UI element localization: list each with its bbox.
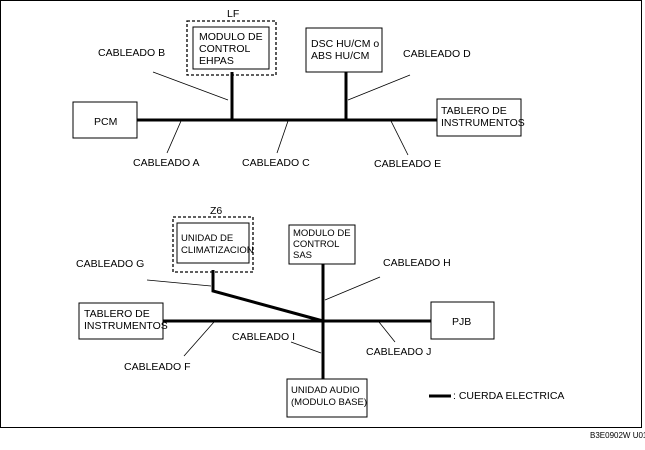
climate-wire: [211, 270, 324, 323]
sas-module-box: [288, 224, 356, 265]
dsc-label-line2: ABS HU/CM: [311, 50, 369, 62]
pjb-label: PJB: [452, 316, 471, 328]
climate-label-line1: UNIDAD DE: [181, 233, 233, 244]
harness-a-label: CABLEADO A: [133, 157, 200, 169]
harness-h-label: CABLEADO H: [383, 257, 451, 269]
harness-c-label: CABLEADO C: [242, 157, 310, 169]
sas-label-line2: CONTROL: [293, 239, 339, 250]
figure-code: B3E0902W U01: [590, 431, 645, 440]
pjb-box: [430, 301, 495, 340]
z6-label: Z6: [210, 205, 222, 217]
bottom-cluster-label-line2: INSTRUMENTOS: [84, 320, 168, 332]
leader-harness-d: [347, 74, 411, 101]
harness-i-label: CABLEADO I: [232, 331, 295, 343]
top-cluster-label-line1: TABLERO DE: [441, 105, 507, 117]
harness-d-label: CABLEADO D: [403, 48, 471, 60]
sas-label-line1: MODULO DE: [293, 228, 351, 239]
diagram-border: [0, 0, 642, 428]
pcm-box: [72, 101, 138, 139]
harness-f-label: CABLEADO F: [124, 361, 191, 373]
leader-harness-e: [390, 120, 409, 156]
ehpas-module-box: [192, 26, 270, 70]
top-cluster-label-line2: INSTRUMENTOS: [441, 117, 525, 129]
ehpas-label-line1: MODULO DE: [199, 31, 263, 43]
lf-label: LF: [227, 8, 239, 20]
harness-g-label: CABLEADO G: [76, 258, 144, 270]
harness-b-label: CABLEADO B: [98, 47, 165, 59]
sas-label-line3: SAS: [293, 250, 312, 261]
pcm-label: PCM: [94, 116, 117, 128]
leader-harness-i: [290, 341, 322, 354]
dsc-label-line1: DSC HU/CM o: [311, 38, 379, 50]
audio-unit-box: [286, 378, 368, 418]
audio-label-line2: (MODULO BASE): [291, 397, 367, 408]
leader-harness-j: [378, 321, 396, 343]
leader-harness-g: [146, 279, 212, 287]
z6-location-box: [172, 216, 254, 273]
bottom-cluster-box: [78, 302, 164, 340]
dsc-module-box: [305, 27, 383, 73]
leader-harness-h: [324, 276, 381, 301]
audio-label-line1: UNIDAD AUDIO: [291, 385, 360, 396]
harness-e-label: CABLEADO E: [374, 158, 441, 170]
top-cluster-box: [436, 98, 522, 137]
leader-harness-c: [276, 120, 289, 154]
climate-unit-box: [176, 222, 250, 264]
leader-harness-a: [166, 120, 182, 154]
leader-harness-f: [183, 321, 215, 357]
lf-location-box: [186, 20, 277, 76]
harness-j-label: CABLEADO J: [366, 346, 431, 358]
climate-label-line2: CLIMATIZACION: [181, 245, 254, 256]
leader-harness-b: [152, 71, 229, 101]
ehpas-label-line3: EHPAS: [199, 55, 234, 67]
legend-label: : CUERDA ELECTRICA: [453, 390, 564, 402]
bottom-cluster-label-line1: TABLERO DE: [84, 308, 150, 320]
ehpas-label-line2: CONTROL: [199, 43, 250, 55]
